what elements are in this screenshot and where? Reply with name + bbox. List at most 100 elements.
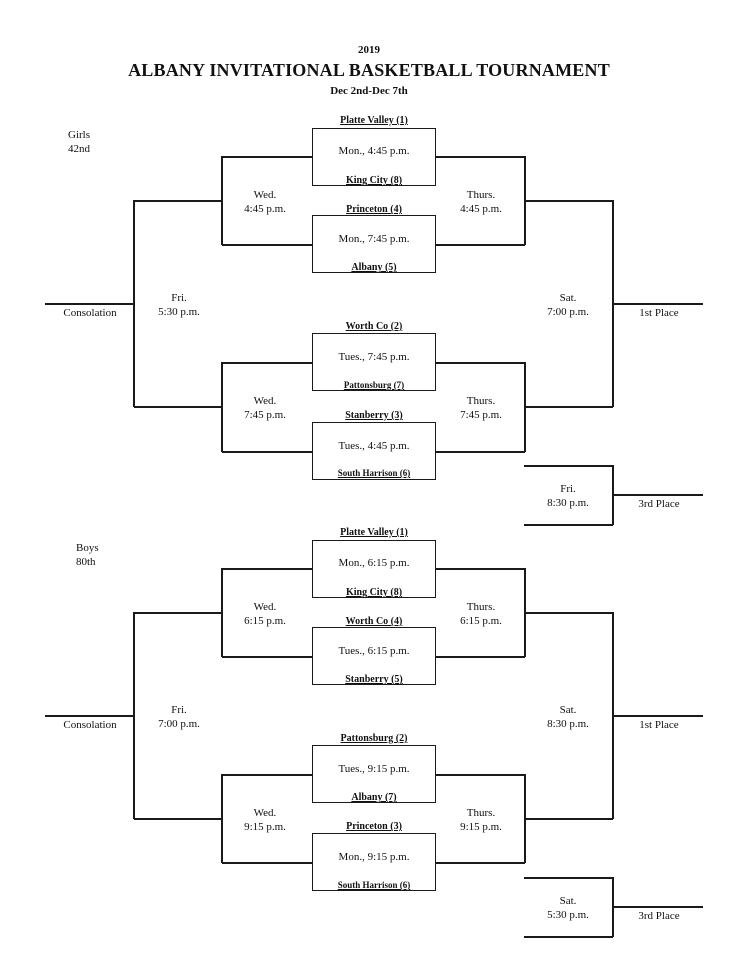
boys-game-3-time: Tues., 9:15 p.m. [338, 763, 410, 775]
girls-game-4-time: Tues., 4:45 p.m. [338, 440, 410, 452]
boys-division-label: Boys [76, 542, 99, 554]
girls-consolation-line [45, 303, 134, 305]
boys-game-4-time: Mon., 9:15 p.m. [338, 851, 410, 863]
girls-game-box-1 [312, 128, 436, 186]
boys-team-seed-6: South Harrison (6) [337, 880, 411, 890]
boys-connector [222, 656, 312, 658]
boys-connector [222, 862, 312, 864]
girls-wed-top-day: Wed. [253, 189, 277, 201]
girls-team-seed-1: Platte Valley (1) [340, 115, 408, 126]
girls-team-seed-8: King City (8) [345, 175, 403, 186]
boys-consolation-day: Fri. [171, 704, 187, 716]
boys-third-place-label: 3rd Place [638, 910, 680, 922]
girls-third-time: 8:30 p.m. [547, 497, 589, 509]
girls-thu-top-time: 4:45 p.m. [460, 203, 502, 215]
girls-division-label: Girls [68, 129, 90, 141]
girls-connector [524, 524, 613, 526]
girls-connector [436, 244, 525, 246]
boys-third-day: Sat. [559, 895, 577, 907]
boys-connector [222, 774, 312, 776]
girls-connector [525, 406, 613, 408]
boys-connector [134, 612, 222, 614]
boys-connector [524, 936, 613, 938]
boys-consolation-line [45, 715, 134, 717]
girls-third-place-label: 3rd Place [638, 498, 680, 510]
boys-wed-bot-day: Wed. [253, 807, 277, 819]
tournament-title: ALBANY INVITATIONAL BASKETBALL TOURNAMEN… [128, 60, 610, 80]
girls-third-place-line [613, 494, 703, 496]
boys-team-seed-4: Worth Co (4) [345, 616, 403, 627]
boys-team-seed-5: Stanberry (5) [345, 674, 403, 685]
girls-thu-top-day: Thurs. [466, 189, 496, 201]
boys-connector [222, 568, 312, 570]
girls-connector [436, 362, 525, 364]
girls-team-seed-3: Stanberry (3) [345, 410, 403, 421]
girls-consolation-day: Fri. [171, 292, 187, 304]
girls-connector [612, 465, 614, 525]
boys-first-place-label: 1st Place [639, 719, 679, 731]
girls-connector [222, 156, 312, 158]
girls-game-3-time: Tues., 7:45 p.m. [338, 351, 410, 363]
girls-connector [222, 451, 312, 453]
boys-connector [525, 612, 613, 614]
girls-team-seed-5: Albany (5) [351, 262, 397, 273]
boys-game-box-3 [312, 745, 436, 803]
girls-wed-bot-day: Wed. [253, 395, 277, 407]
girls-consolation-time: 5:30 p.m. [158, 306, 200, 318]
boys-team-seed-2: Pattonsburg (2) [340, 733, 408, 744]
girls-game-box-4 [312, 422, 436, 480]
boys-game-box-1 [312, 540, 436, 598]
girls-game-box-2 [312, 215, 436, 273]
girls-final-day: Sat. [559, 292, 577, 304]
tournament-dates: Dec 2nd-Dec 7th [330, 85, 408, 97]
boys-connector [525, 818, 613, 820]
girls-connector [222, 244, 312, 246]
boys-game-box-2 [312, 627, 436, 685]
boys-wed-bot-time: 9:15 p.m. [244, 821, 286, 833]
girls-final-time: 7:00 p.m. [547, 306, 589, 318]
girls-connector [436, 451, 525, 453]
boys-connector [524, 774, 526, 863]
boys-game-box-4 [312, 833, 436, 891]
boys-first-place-line [613, 715, 703, 717]
girls-connector [134, 406, 222, 408]
boys-connector [436, 568, 525, 570]
boys-consolation-time: 7:00 p.m. [158, 718, 200, 730]
girls-connector [612, 200, 614, 407]
boys-third-place-line [613, 906, 703, 908]
boys-team-seed-1: Platte Valley (1) [340, 527, 408, 538]
boys-wed-top-day: Wed. [253, 601, 277, 613]
girls-edition-label: 42nd [68, 143, 90, 155]
girls-connector [524, 465, 613, 467]
boys-final-day: Sat. [559, 704, 577, 716]
girls-team-seed-4: Princeton (4) [346, 204, 402, 215]
boys-wed-top-time: 6:15 p.m. [244, 615, 286, 627]
boys-game-1-time: Mon., 6:15 p.m. [338, 557, 410, 569]
boys-connector [134, 818, 222, 820]
girls-third-day: Fri. [560, 483, 576, 495]
girls-consolation-label: Consolation [63, 307, 117, 319]
girls-connector [134, 200, 222, 202]
girls-connector [436, 156, 525, 158]
boys-connector [612, 877, 614, 937]
boys-team-seed-3: Princeton (3) [346, 821, 402, 832]
boys-game-2-time: Tues., 6:15 p.m. [338, 645, 410, 657]
girls-team-seed-6: South Harrison (6) [337, 468, 411, 478]
girls-thu-bot-time: 7:45 p.m. [460, 409, 502, 421]
girls-team-seed-2: Worth Co (2) [345, 321, 403, 332]
boys-thu-bot-day: Thurs. [466, 807, 496, 819]
girls-wed-bot-time: 7:45 p.m. [244, 409, 286, 421]
girls-connector [524, 362, 526, 452]
girls-team-seed-7: Pattonsburg (7) [343, 380, 405, 390]
boys-thu-bot-time: 9:15 p.m. [460, 821, 502, 833]
girls-connector [222, 362, 312, 364]
boys-connector [524, 568, 526, 657]
boys-connector [436, 862, 525, 864]
girls-game-box-3 [312, 333, 436, 391]
girls-wed-top-time: 4:45 p.m. [244, 203, 286, 215]
girls-thu-bot-day: Thurs. [466, 395, 496, 407]
boys-connector [436, 774, 525, 776]
boys-consolation-label: Consolation [63, 719, 117, 731]
girls-connector [525, 200, 613, 202]
boys-thu-top-time: 6:15 p.m. [460, 615, 502, 627]
